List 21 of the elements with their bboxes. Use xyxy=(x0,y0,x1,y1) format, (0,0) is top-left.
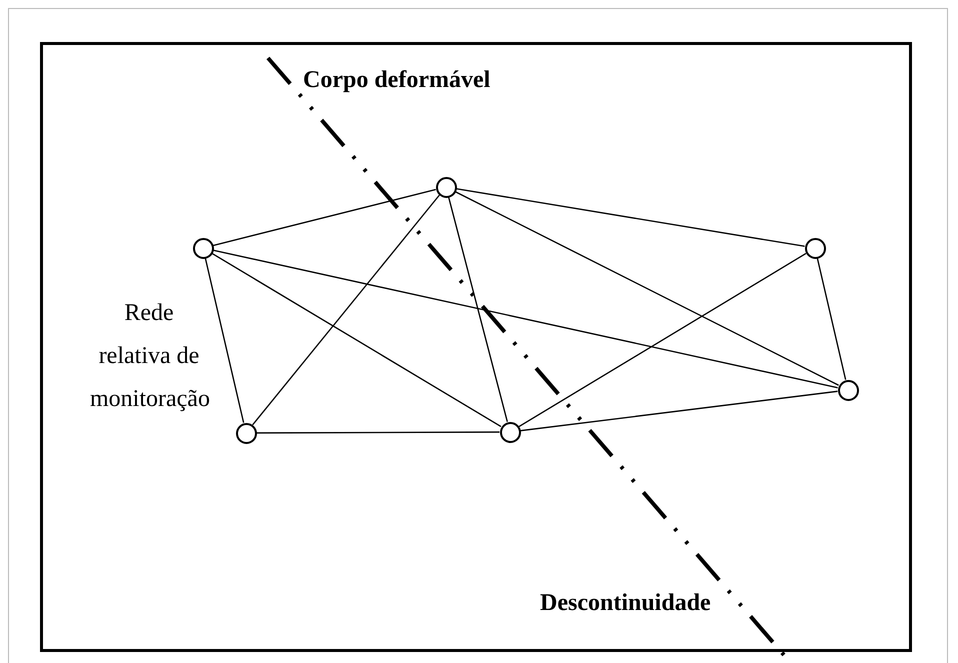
network-line xyxy=(213,250,838,388)
discontinuity-label: Descontinuidade xyxy=(540,589,712,618)
network-line xyxy=(448,197,508,422)
network-line xyxy=(456,188,805,247)
network-line xyxy=(256,431,500,434)
survey-point-circle xyxy=(804,238,826,258)
frame-title: Corpo deformável xyxy=(303,67,490,94)
network-line xyxy=(204,258,244,423)
survey-point-circle xyxy=(838,380,858,400)
survey-point-circle xyxy=(500,422,520,442)
survey-point-circle xyxy=(192,238,214,258)
network-line xyxy=(518,252,806,428)
network-line xyxy=(455,191,839,386)
network-label: Rede relativa de monitoração xyxy=(90,299,208,414)
survey-point-circle xyxy=(436,176,456,198)
network-line xyxy=(212,252,502,428)
survey-point-circle xyxy=(236,422,256,444)
network-line xyxy=(520,390,838,432)
network-line xyxy=(213,188,436,246)
network-line xyxy=(816,258,846,380)
network-line xyxy=(252,194,440,426)
